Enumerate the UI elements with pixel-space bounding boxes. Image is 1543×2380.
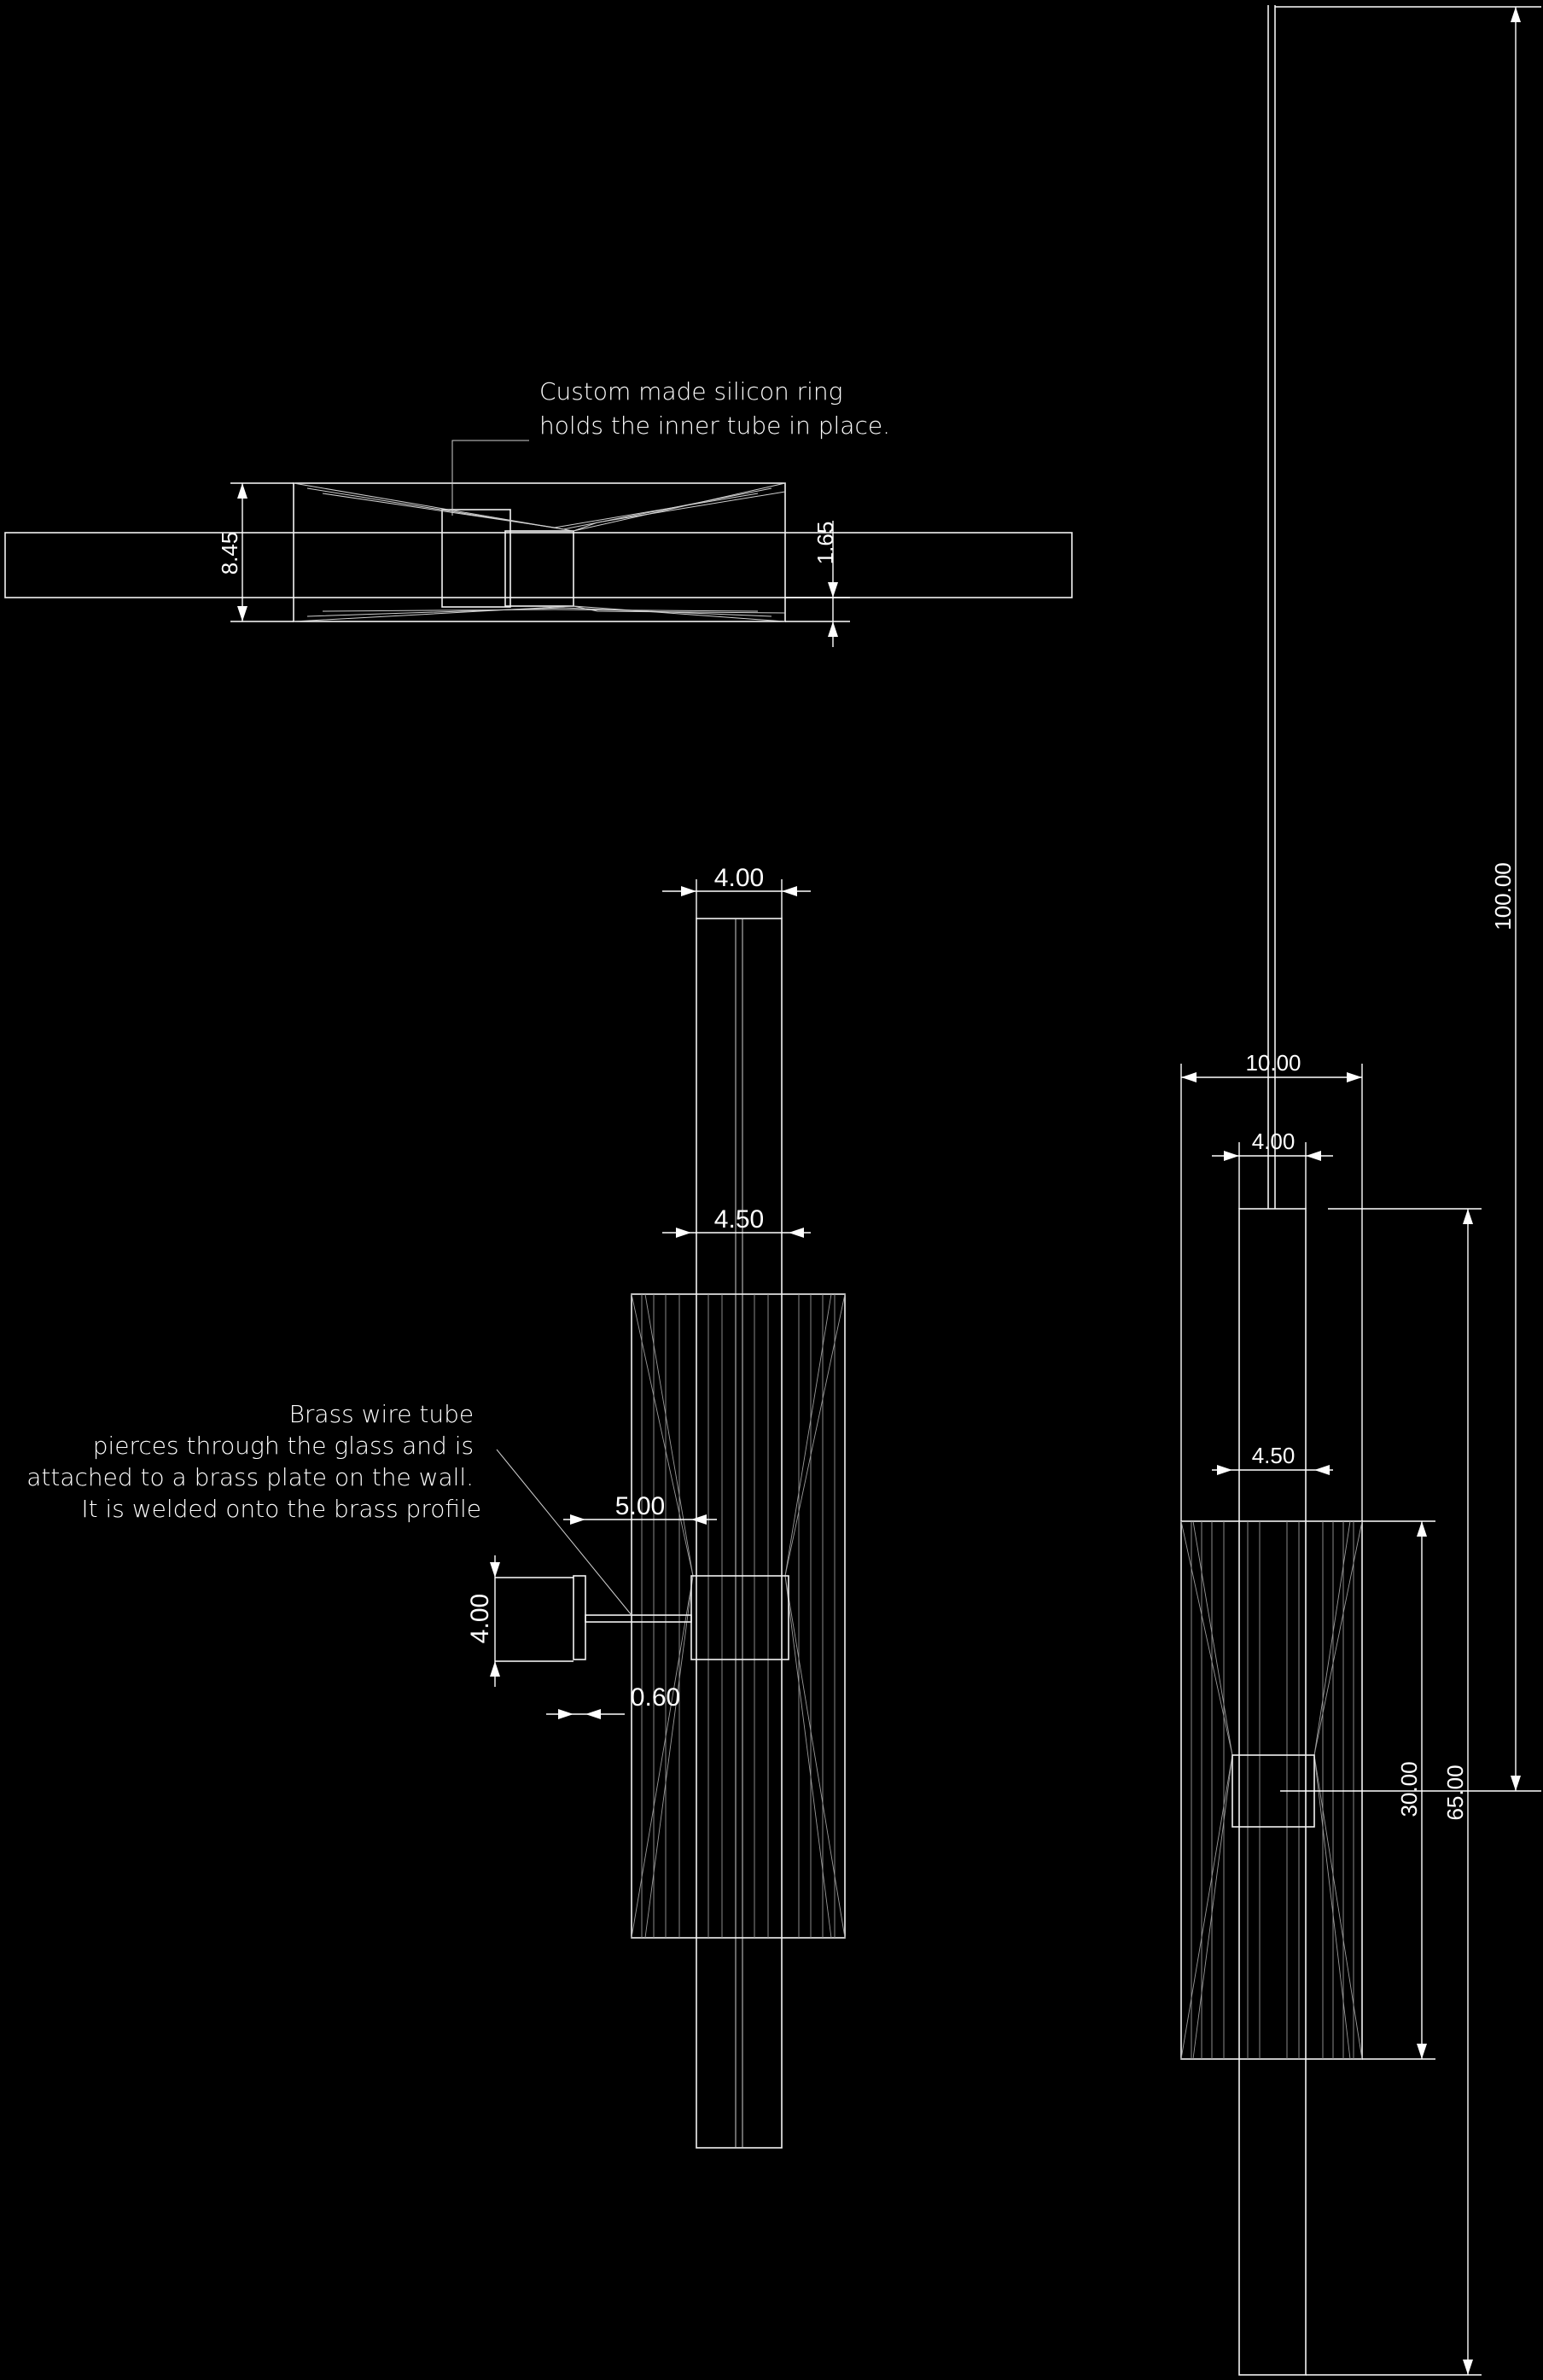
dim-mid-5-00 — [563, 1514, 717, 1525]
dim-mid-4-00-top — [662, 879, 811, 919]
silicon-ring-note-line-1: Custom made silicon ring — [539, 377, 842, 405]
silicon-ring-note-line-2: holds the inner tube in place. — [539, 411, 890, 440]
dim-right-30-label: 30.00 — [1396, 1761, 1422, 1817]
brass-tube-note: Brass wire tube pierces through the glas… — [26, 1400, 481, 1523]
dim-mid-4-50-label: 4.50 — [714, 1205, 764, 1234]
dim-mid-4-00-top-label: 4.00 — [714, 864, 764, 892]
front-view-glass — [1180, 1520, 1363, 2060]
dim-right-4-50 — [1212, 1465, 1333, 1475]
side-view-inner-tube — [690, 1575, 789, 1660]
dim-1-65 — [785, 521, 850, 647]
dim-mid-4-50 — [662, 1228, 811, 1238]
front-view-glass-ribs — [1180, 1520, 1363, 2060]
dim-right-10 — [1180, 1064, 1363, 1521]
dim-right-100 — [1275, 6, 1541, 1792]
dim-mid-4-00-plate-label: 4.00 — [466, 1594, 494, 1643]
dim-8-45 — [230, 482, 294, 622]
side-view: 4.00 4.50 5.00 4.00 0. — [26, 864, 846, 2149]
dim-right-10-label: 10.00 — [1245, 1050, 1301, 1076]
dim-mid-4-00-plate — [490, 1555, 574, 1687]
dim-mid-0-60 — [546, 1709, 625, 1719]
dim-mid-0-60-label: 0.60 — [631, 1683, 680, 1712]
top-view: 8.45 1.65 Custom made silicon ring holds… — [4, 377, 1073, 647]
side-view-glass-ribs — [631, 1293, 846, 1939]
dim-right-4-00-label: 4.00 — [1252, 1129, 1296, 1154]
silicon-ring-note: Custom made silicon ring holds the inner… — [539, 377, 890, 440]
dim-right-65-label: 65.00 — [1442, 1765, 1468, 1820]
top-view-rod — [4, 532, 1073, 598]
side-view-brass-tube — [696, 918, 783, 2149]
dim-mid-5-00-label: 5.00 — [615, 1492, 665, 1520]
top-view-ring — [441, 509, 511, 608]
dim-right-30 — [1362, 1520, 1435, 2060]
brass-tube-note-line-4: It is welded onto the brass profile — [81, 1495, 481, 1523]
dim-8-45-label: 8.45 — [217, 532, 242, 575]
front-view: 100.00 10.00 4.00 4.50 — [1180, 5, 1541, 2376]
dim-right-4-00 — [1212, 1142, 1333, 1209]
top-view-glass — [293, 482, 786, 622]
silicon-ring-leader — [451, 440, 529, 516]
top-view-inner-tube — [504, 530, 574, 607]
side-view-brass-wire — [585, 1614, 692, 1623]
dim-right-65 — [1306, 1208, 1482, 2376]
brass-tube-note-line-3: attached to a brass plate on the wall. — [26, 1463, 474, 1491]
side-view-wall-plate — [573, 1575, 586, 1660]
dim-right-100-label: 100.00 — [1490, 862, 1516, 930]
side-view-glass — [631, 1293, 846, 1939]
brass-tube-note-line-2: pierces through the glass and is — [93, 1432, 474, 1460]
dim-1-65-label: 1.65 — [812, 522, 838, 565]
top-view-taper-lines — [293, 482, 786, 622]
dim-right-4-50-label: 4.50 — [1252, 1443, 1296, 1468]
brass-tube-leader — [496, 1449, 632, 1616]
brass-tube-note-line-1: Brass wire tube — [289, 1400, 475, 1428]
front-view-tube — [1238, 1208, 1307, 2376]
